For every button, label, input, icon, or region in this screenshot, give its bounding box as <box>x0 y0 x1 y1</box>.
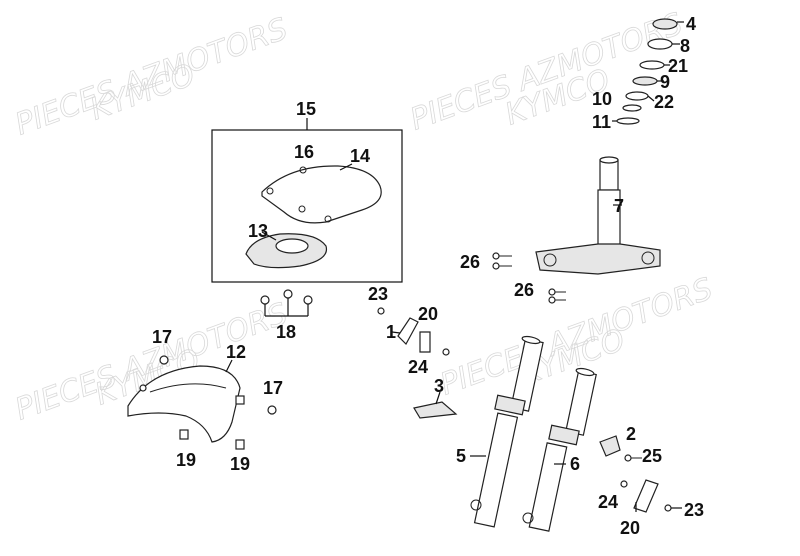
screw-hole <box>298 205 306 213</box>
nut-part <box>442 348 450 356</box>
screw-part <box>377 307 385 315</box>
screw-part <box>664 504 672 512</box>
steering-stem-top <box>599 159 619 191</box>
clip-part <box>235 395 245 405</box>
callout-number: 5 <box>456 446 466 466</box>
callout-number: 26 <box>460 252 480 272</box>
callout-number: 12 <box>226 342 246 362</box>
bracket-part <box>419 331 431 353</box>
callout-number: 19 <box>230 454 250 474</box>
bolt-group <box>492 252 566 304</box>
callout-number: 9 <box>660 72 670 92</box>
screw-part <box>267 405 277 415</box>
bracket-plate-part <box>413 401 458 419</box>
leader-line <box>339 163 353 171</box>
callout-number: 24 <box>408 357 428 377</box>
washer-part <box>299 166 307 174</box>
leader-line <box>225 359 233 373</box>
callout-number: 7 <box>614 196 624 216</box>
callout-number: 20 <box>418 304 438 324</box>
screw-hole <box>266 187 274 195</box>
callout-number: 13 <box>248 221 268 241</box>
fork-leg-left <box>470 335 544 528</box>
callout-number: 10 <box>592 89 612 109</box>
lower-triple-clamp <box>535 243 661 275</box>
callout-number: 15 <box>296 99 316 119</box>
callout-number: 23 <box>684 500 704 520</box>
nut-part <box>235 439 245 450</box>
screw-part <box>139 384 147 392</box>
callout-number: 2 <box>626 424 636 444</box>
callout-number: 18 <box>276 322 296 342</box>
leader-line <box>261 231 277 241</box>
callout-number: 3 <box>434 376 444 396</box>
callout-number: 16 <box>294 142 314 162</box>
reflector-part <box>633 479 659 513</box>
callout-number: 21 <box>668 56 688 76</box>
callout-number: 22 <box>654 92 674 112</box>
stem-cap <box>599 156 619 164</box>
cover-part <box>261 165 382 224</box>
clamp-hole <box>641 251 655 265</box>
nut-part <box>179 429 189 440</box>
callout-number: 25 <box>642 446 662 466</box>
screw-part <box>159 355 169 365</box>
leader-line <box>391 331 401 334</box>
screw-part <box>624 454 632 462</box>
screw-hole <box>324 215 332 223</box>
callout-number: 1 <box>386 322 396 342</box>
nut-part <box>620 480 628 488</box>
bracket-part <box>599 435 621 457</box>
callout-number: 4 <box>686 14 696 34</box>
callout-number: 6 <box>570 454 580 474</box>
callout-number: 23 <box>368 284 388 304</box>
clamp-hole <box>543 253 557 267</box>
callout-number: 26 <box>514 280 534 300</box>
fork-leg-right <box>522 367 597 532</box>
bearing-stack <box>612 18 684 125</box>
screw-group <box>260 289 313 317</box>
callout-number: 20 <box>620 518 640 538</box>
leader-line <box>435 391 441 405</box>
callout-number: 14 <box>350 146 370 166</box>
callout-number: 8 <box>680 36 690 56</box>
callout-number: 17 <box>152 327 172 347</box>
callout-number: 11 <box>592 112 611 132</box>
plate-ring <box>275 238 309 254</box>
callout-number: 17 <box>263 378 283 398</box>
reflector-part <box>397 317 419 345</box>
callout-number: 24 <box>598 492 618 512</box>
mudguard-contour <box>149 383 227 393</box>
callout-number: 19 <box>176 450 196 470</box>
